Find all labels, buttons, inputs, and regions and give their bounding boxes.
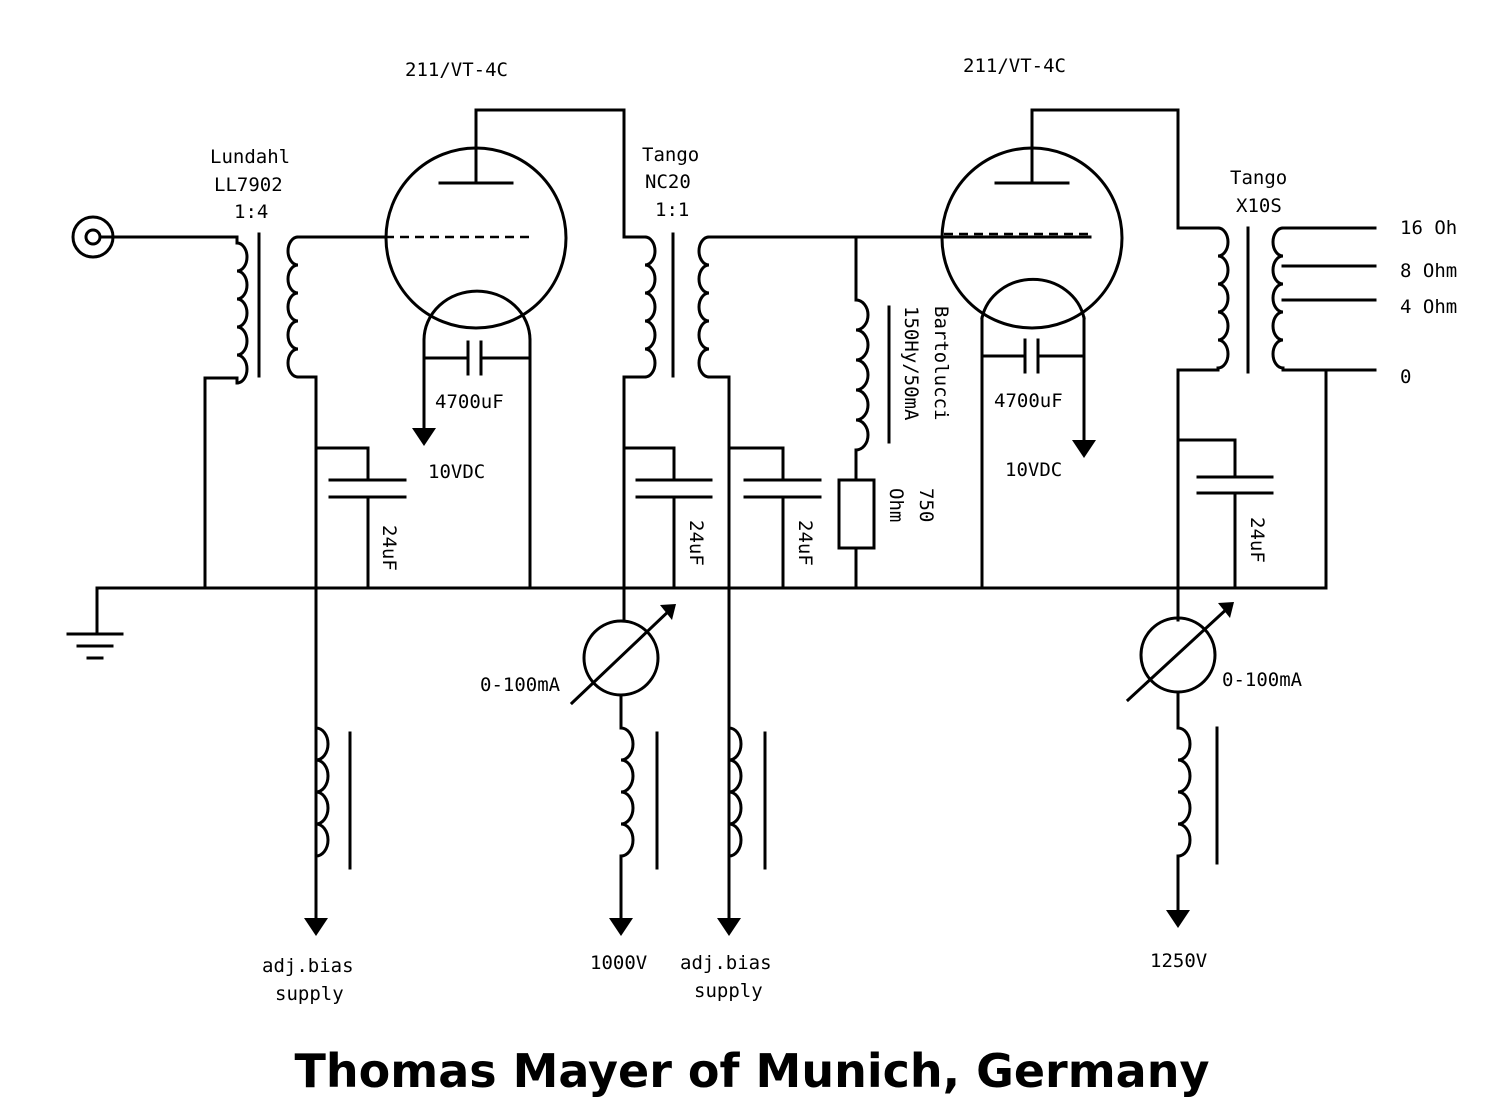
arrow-1000v: [609, 918, 633, 936]
cathode-cap-4700uf-1: [422, 338, 532, 590]
arrow-10vdc-2: [1072, 440, 1096, 458]
tube-211-first: [384, 108, 626, 342]
label-res-unit: Ohm: [885, 488, 907, 522]
input-transformer-lundahl: [203, 232, 387, 922]
label-1000v: 1000V: [590, 952, 647, 974]
resistor-750-ohm: [837, 478, 876, 590]
label-t3-name: Tango: [1230, 167, 1287, 189]
label-t1-name: Lundahl: [210, 146, 290, 168]
label-c24-c: 24uF: [794, 520, 816, 566]
tube-211-second: [940, 108, 1180, 330]
label-c24-b: 24uF: [685, 520, 707, 566]
label-bias2-a: adj.bias: [680, 952, 772, 974]
label-bias2-b: supply: [694, 980, 763, 1002]
label-t1-ratio: 1:4: [234, 201, 268, 223]
label-out-4: 4 Ohm: [1400, 296, 1457, 318]
capacitor-24uf-bias1: [314, 446, 407, 590]
b-plus-choke-1: [619, 726, 659, 922]
label-t3-model: X10S: [1236, 195, 1282, 217]
label-tube1: 211/VT-4C: [405, 59, 508, 81]
label-bias1-b: supply: [275, 983, 344, 1005]
label-out-0: 0: [1400, 366, 1411, 388]
label-choke-name: Bartolucci: [930, 306, 952, 420]
label-capk-2: 4700uF: [994, 390, 1063, 412]
label-choke-spec: 150Hy/50mA: [900, 306, 922, 421]
capacitor-24uf-bias2: [727, 446, 822, 590]
cathode-cap-4700uf-2: [980, 316, 1086, 590]
label-c24-a: 24uF: [378, 525, 400, 571]
label-bias1-a: adj.bias: [262, 955, 354, 977]
label-tube2: 211/VT-4C: [963, 55, 1066, 77]
input-jack: [71, 215, 239, 634]
label-capk-1: 4700uF: [435, 391, 504, 413]
ground-symbol-icon: [66, 632, 124, 660]
b-plus-choke-2: [1176, 726, 1219, 914]
bias-choke-2: [727, 726, 767, 870]
caption-title: Thomas Mayer of Munich, Germany: [295, 1044, 1210, 1098]
output-transformer-tango: [1176, 108, 1377, 622]
label-fil-1: 10VDC: [428, 461, 485, 483]
label-t2-ratio: 1:1: [655, 199, 689, 221]
interstage-transformer-tango: [622, 108, 1092, 922]
grid-choke-bartolucci: [854, 235, 891, 482]
label-meter-2: 0-100mA: [1222, 669, 1303, 691]
arrow-10vdc-1: [412, 428, 436, 446]
label-meter-1: 0-100mA: [480, 674, 561, 696]
label-res-value: 750: [915, 488, 937, 522]
label-out-16: 16 Oh: [1400, 217, 1457, 239]
label-fil-2: 10VDC: [1005, 459, 1062, 481]
arrow-1250v: [1166, 910, 1190, 928]
label-t2-name: Tango: [642, 144, 699, 166]
bias-choke-1: [314, 726, 352, 870]
label-t1-model: LL7902: [214, 174, 283, 196]
label-c24-d: 24uF: [1246, 517, 1268, 563]
label-1250v: 1250V: [1150, 950, 1207, 972]
capacitor-24uf-b2: [1176, 438, 1274, 590]
arrow-bias-supply-1: [304, 918, 328, 936]
label-out-8: 8 Ohm: [1400, 260, 1457, 282]
milliammeter-1: [569, 604, 676, 730]
label-t2-model: NC20: [645, 171, 691, 193]
milliammeter-2: [1125, 602, 1234, 730]
arrow-bias-supply-2: [717, 918, 741, 936]
capacitor-24uf-b1: [622, 446, 713, 590]
